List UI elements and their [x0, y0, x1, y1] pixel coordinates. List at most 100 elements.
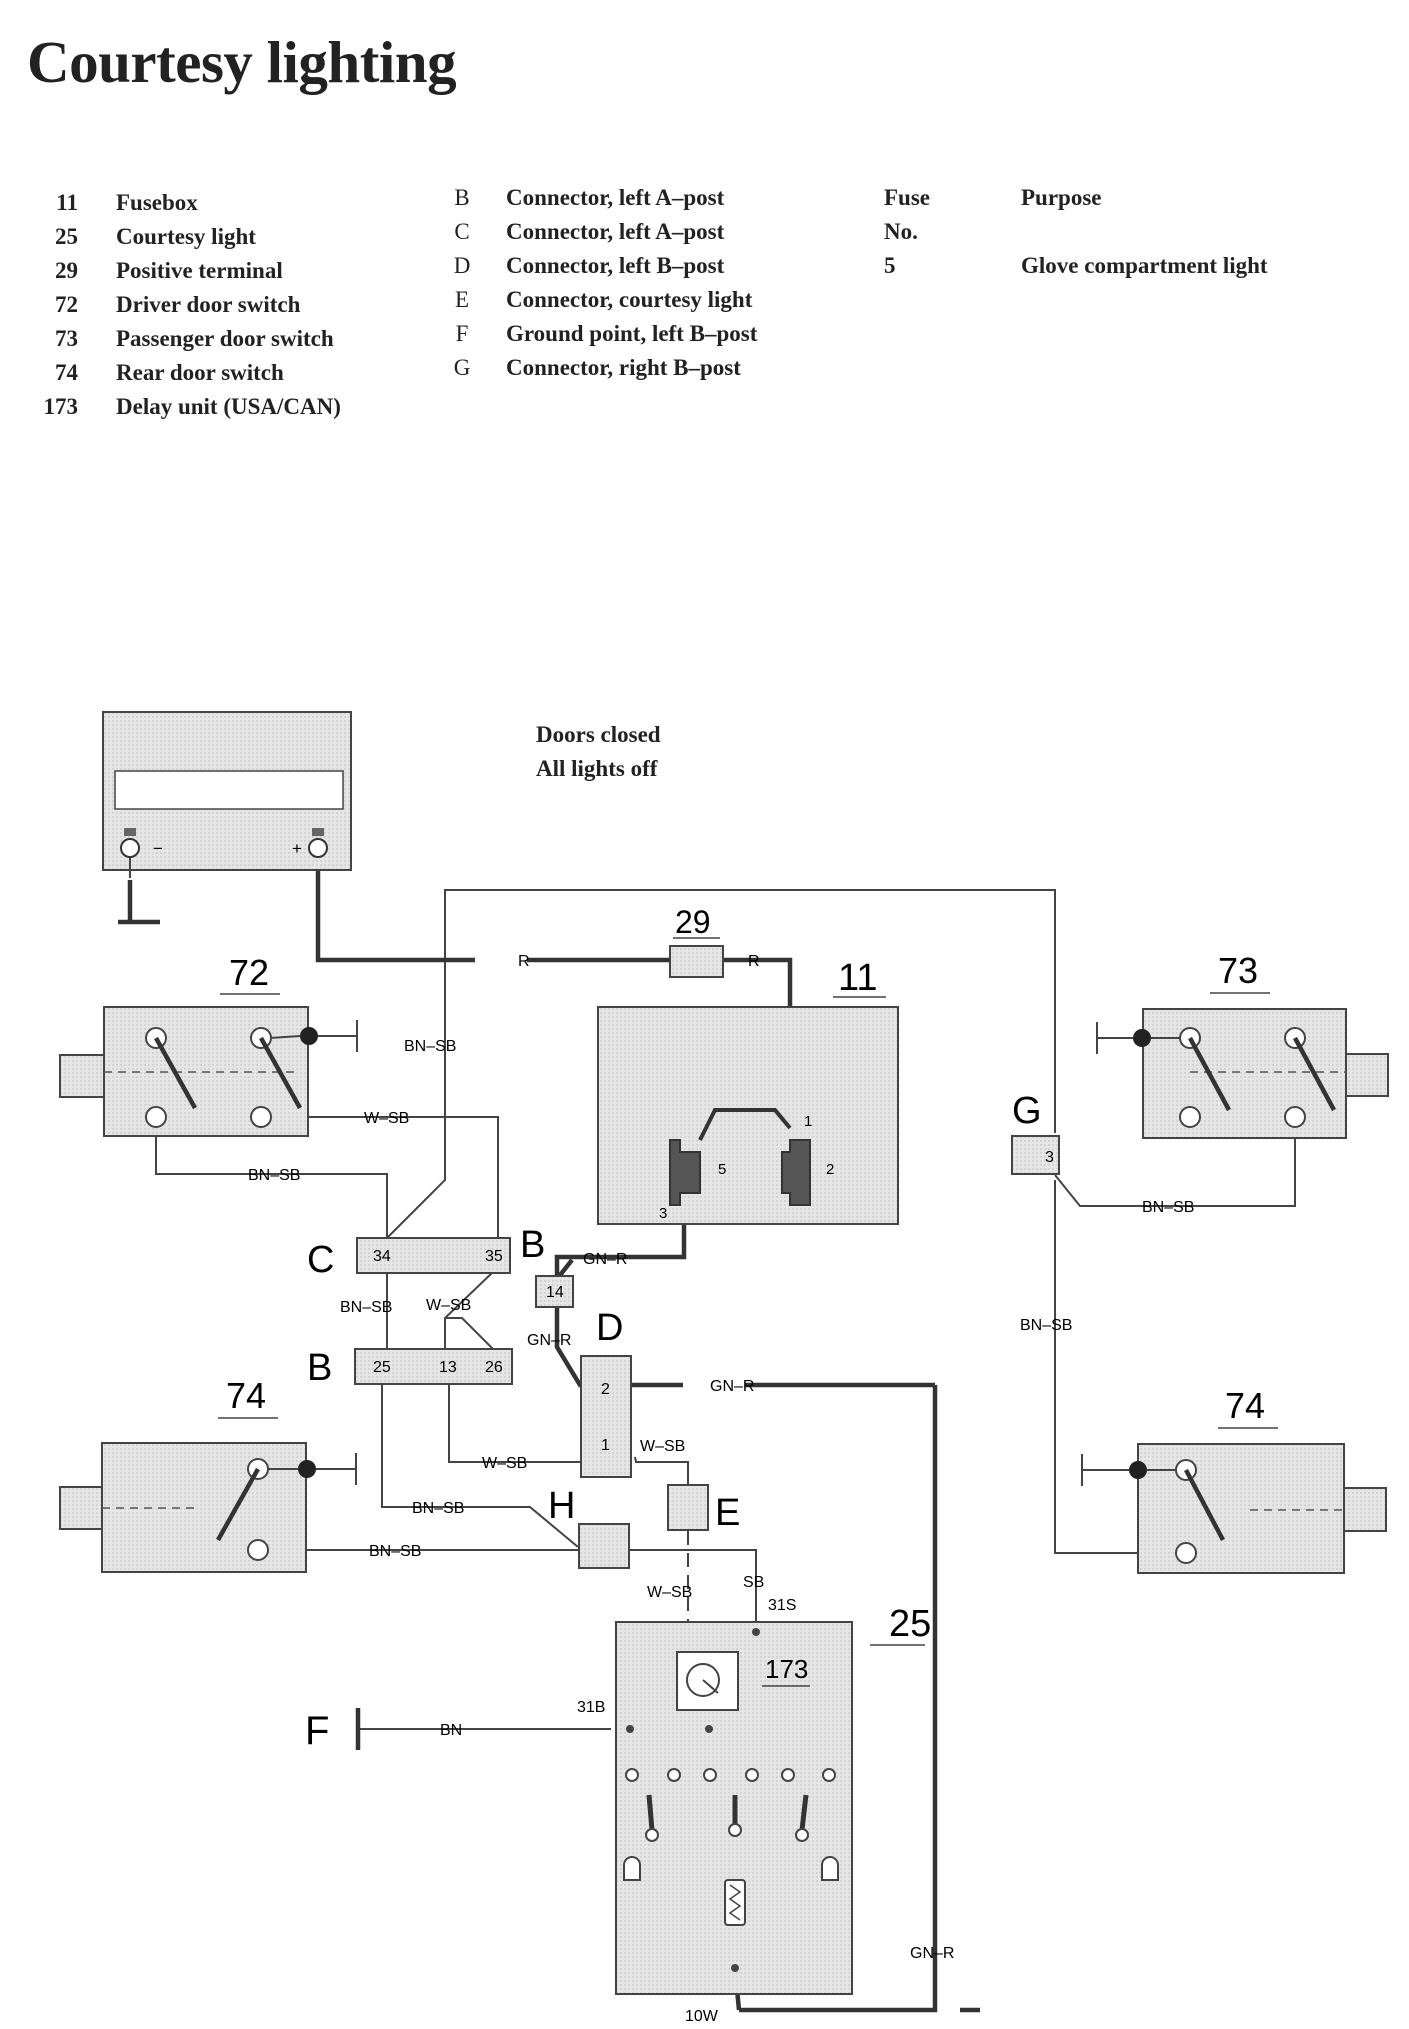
- label-11: 11: [838, 957, 877, 999]
- label-29: 29: [675, 904, 711, 940]
- battery: − +: [102, 711, 352, 878]
- pin-label: 25: [373, 1359, 391, 1376]
- fuse-clip-left: [669, 1139, 701, 1206]
- positive-terminal-block: [669, 945, 724, 978]
- courtesy-light: 173 25: [615, 1603, 931, 1995]
- connector-B-14: [535, 1275, 574, 1308]
- bulb-icon: [623, 1856, 641, 1881]
- wire-label: BN–SB: [340, 1299, 392, 1316]
- fusebox: 11 1 2 3 5: [597, 957, 899, 1225]
- label-25: 25: [889, 1603, 931, 1645]
- rear-door-switch-right: 74: [1081, 1385, 1387, 1574]
- page-title: Courtesy lighting: [27, 29, 457, 95]
- pin-label: 26: [485, 1359, 503, 1376]
- label-173: 173: [765, 1654, 808, 1684]
- connector-C: [356, 1237, 511, 1274]
- state-line: Doors closed: [536, 722, 661, 747]
- pin-label: 3: [1045, 1149, 1054, 1166]
- ground-label-F: F: [305, 1709, 329, 1753]
- wire-label: BN–SB: [369, 1543, 421, 1560]
- label-D: D: [596, 1307, 623, 1349]
- label-B: B: [307, 1347, 332, 1389]
- passenger-door-switch: 73: [1096, 950, 1389, 1139]
- connector-D: [580, 1355, 632, 1478]
- terminal-label: 31S: [768, 1597, 796, 1614]
- wire-label: W–SB: [426, 1297, 471, 1314]
- positive-terminal-icon: [308, 838, 328, 858]
- label-72: 72: [229, 952, 269, 993]
- connector-E: [667, 1484, 709, 1531]
- fuse-header: Fuse: [884, 185, 930, 210]
- label-H: H: [548, 1485, 575, 1527]
- pin-label: 13: [439, 1359, 457, 1376]
- wire-label: BN–SB: [248, 1167, 300, 1184]
- pin-label: 2: [601, 1381, 610, 1398]
- terminal-label: 10W: [685, 2008, 719, 2025]
- wire-label: W–SB: [364, 1110, 409, 1127]
- wire-label: W–SB: [647, 1584, 692, 1601]
- wire-label: SB: [743, 1574, 764, 1591]
- label-C: C: [307, 1239, 334, 1281]
- label-G: G: [1012, 1090, 1042, 1132]
- fuse-clip-right: [781, 1139, 811, 1206]
- wire-label: R: [748, 953, 760, 970]
- label-E: E: [715, 1492, 740, 1534]
- connector-B: [354, 1348, 513, 1385]
- fuse-pin: 3: [659, 1205, 667, 1222]
- wire-label: R: [518, 953, 530, 970]
- purpose-header: Purpose: [1021, 185, 1102, 210]
- wire-label: BN–SB: [1020, 1317, 1072, 1334]
- fuse-table: Fuse Purpose No. 5 Glove compartment light: [884, 181, 1268, 283]
- bulb-icon: [821, 1856, 839, 1881]
- wire-label: GN–R: [910, 1945, 954, 1962]
- rear-door-switch-left: 74: [59, 1375, 357, 1573]
- wire-label: GN–R: [583, 1251, 627, 1268]
- pin-label: 35: [485, 1248, 503, 1265]
- connector-H: [578, 1523, 630, 1569]
- wire-label: W–SB: [640, 1438, 685, 1455]
- connector-G: [1011, 1135, 1060, 1175]
- wire-label: BN–SB: [404, 1038, 456, 1055]
- label-74: 74: [226, 1375, 266, 1416]
- label-74: 74: [1225, 1385, 1265, 1426]
- minus-label: −: [153, 839, 163, 858]
- fuse-pin: 1: [804, 1113, 812, 1130]
- terminal-label: 31B: [577, 1699, 605, 1716]
- connector-letters: C B B D E H G: [307, 1090, 1042, 1534]
- pin-label: 1: [601, 1437, 610, 1454]
- fuse-pin: 5: [718, 1161, 726, 1178]
- state-line: All lights off: [536, 756, 658, 781]
- circuit-state: Doors closed All lights off: [536, 718, 661, 786]
- pin-label: 14: [546, 1284, 564, 1301]
- fuse-no-header: No.: [884, 219, 918, 244]
- label-73: 73: [1218, 950, 1258, 991]
- label-B: B: [520, 1224, 545, 1266]
- wire-label: BN: [440, 1722, 462, 1739]
- fuse-number: 5: [884, 253, 896, 278]
- connector-blocks: 34 35 25 13 26 14 2 1 3: [354, 1135, 1060, 1569]
- wire-label: GN–R: [527, 1332, 571, 1349]
- wire-labels: R R BN–SB W–SB BN–SB BN–SB W–SB GN–R GN–…: [248, 953, 1194, 2025]
- wire-label: BN–SB: [412, 1500, 464, 1517]
- wire-label: W–SB: [482, 1455, 527, 1472]
- plus-label: +: [292, 839, 302, 858]
- fuse-purpose: Glove compartment light: [1021, 253, 1268, 278]
- driver-door-switch: 72: [59, 952, 358, 1137]
- pin-label: 34: [373, 1248, 391, 1265]
